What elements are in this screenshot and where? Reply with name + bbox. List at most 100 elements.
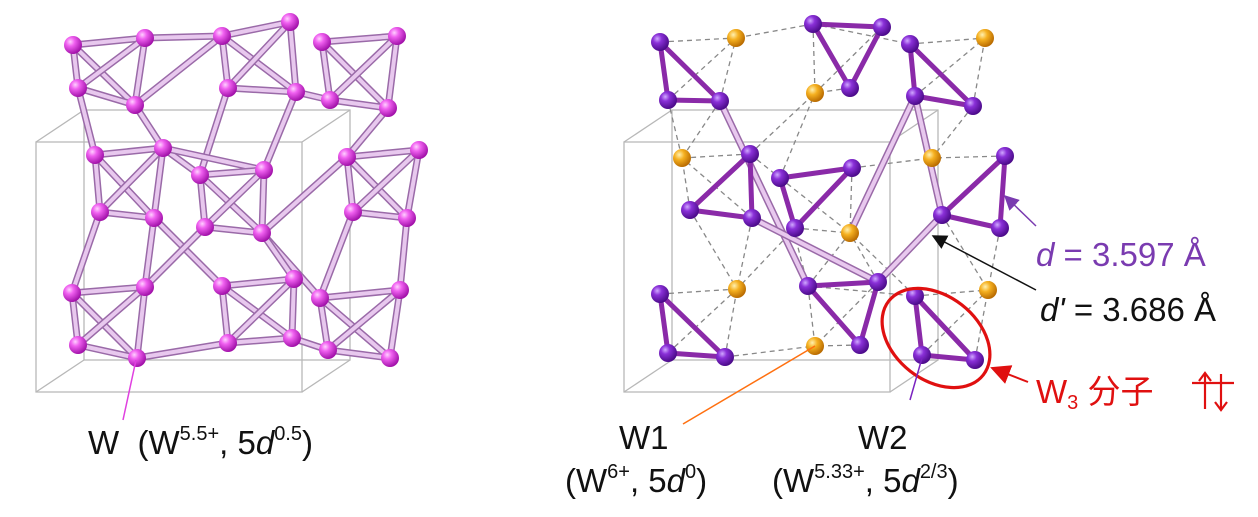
w2-atom (906, 87, 924, 105)
dashed-bond (849, 232, 916, 297)
dashed-bond (851, 157, 933, 169)
d-value: = 3.597 Å (1054, 236, 1206, 273)
right-bonds (657, 21, 1008, 363)
d-distance-label: d = 3.597 Å (1036, 238, 1206, 271)
w1-mid: , 5 (629, 462, 667, 499)
w3-bond (810, 21, 885, 30)
left-cluster-bond-highlight (290, 277, 296, 340)
left-cluster-bond-highlight (93, 146, 165, 157)
w1-label-name: W1 (619, 421, 669, 454)
w2-atom (843, 159, 861, 177)
w3-bond (939, 212, 1003, 231)
w1-paren-close: ) (696, 462, 708, 499)
left-structure (35, 13, 428, 421)
w2-atom (906, 287, 924, 305)
w1-oxidation-state: 6+ (607, 461, 630, 483)
w-atom (255, 161, 273, 179)
left-cluster-bond-highlight (405, 148, 421, 220)
left-cluster-bond-highlight (220, 20, 292, 38)
w-atom (136, 29, 154, 47)
w3-bond (657, 39, 671, 103)
dashed-bond (735, 23, 814, 39)
w-atom (219, 79, 237, 97)
d-arrow (1003, 194, 1037, 227)
w2-atom (964, 97, 982, 115)
dashed-bond (724, 288, 738, 358)
left-mid: , 5 (219, 424, 256, 461)
w1-atom (806, 84, 824, 102)
left-cluster-bond-highlight (226, 336, 294, 345)
w2-atom (743, 209, 761, 227)
left-cluster-bond-highlight (70, 285, 147, 295)
dashed-bond (779, 177, 851, 234)
w2-oxidation-state: 5.33+ (814, 461, 865, 483)
w1-atom (673, 149, 691, 167)
w3-subscript: 3 (1067, 392, 1079, 414)
w-atom (213, 277, 231, 295)
dashed-bond (849, 167, 853, 234)
left-cluster-bond-highlight (226, 86, 298, 94)
w-atom (191, 166, 209, 184)
w-atom (63, 284, 81, 302)
w3-bond (857, 279, 881, 348)
left-paren-open: (W (137, 424, 180, 461)
d-symbol: d (1036, 236, 1055, 273)
left-cluster-bond-highlight (326, 348, 392, 360)
w-atom (283, 329, 301, 347)
left-w-label: W (W5.5+, 5d0.5) (88, 424, 313, 459)
w3-bond (687, 151, 753, 213)
w1-d: d (666, 462, 686, 499)
left-cluster-bond-highlight (226, 20, 292, 90)
left-inter-bond-highlight (152, 216, 224, 288)
left-inter-bond-highlight (318, 210, 355, 300)
left-atoms (63, 13, 428, 367)
dashed-bond (724, 345, 816, 358)
w3-bond (657, 39, 723, 104)
dashed-bond (921, 289, 989, 356)
left-inter-bond-highlight (345, 106, 390, 159)
w3-bond (907, 41, 976, 109)
left-cluster-bond-highlight (220, 34, 298, 94)
w2-atom (901, 35, 919, 53)
w-atom (253, 224, 271, 242)
w2-atom (786, 219, 804, 237)
dashed-bond (689, 209, 738, 290)
w2-paren-open: (W (772, 462, 815, 499)
left-cluster-bond-highlight (386, 34, 399, 110)
w2-leader-line (909, 357, 923, 401)
w2-atom (869, 273, 887, 291)
w-atom (69, 336, 87, 354)
w-atom (319, 341, 337, 359)
w-atom (381, 349, 399, 367)
dashed-bond (667, 288, 738, 354)
dashed-bond (807, 232, 851, 287)
w3-bond (912, 293, 978, 363)
w2-atom (996, 147, 1014, 165)
w-atom (136, 278, 154, 296)
w-atom (64, 36, 82, 54)
left-cluster-bond-highlight (288, 20, 298, 94)
w-atom (196, 218, 214, 236)
w3-bond (805, 283, 863, 348)
w2-atom (841, 79, 859, 97)
left-cluster-bond-highlight (328, 34, 399, 102)
w-atom (128, 349, 146, 367)
left-cluster-bond-highlight (345, 148, 421, 159)
dashed-bond (914, 37, 986, 97)
w2-atom (851, 336, 869, 354)
w-atom (388, 27, 406, 45)
left-cluster-bond-highlight (133, 36, 147, 107)
w3-bond (777, 165, 855, 181)
w2-atom (933, 206, 951, 224)
left-inter-bond-highlight (143, 216, 156, 289)
dashed-bond (914, 289, 989, 297)
dprime-distance-label: d' = 3.686 Å (1040, 293, 1216, 326)
dprime-value: = 3.686 Å (1064, 291, 1217, 328)
dashed-bond (667, 99, 683, 159)
right-atoms (651, 15, 1014, 369)
w-atom (91, 203, 109, 221)
w2-paren-close: ) (947, 462, 959, 499)
w2-atom (651, 285, 669, 303)
dashed-bond (931, 155, 1006, 159)
dashed-bond (814, 26, 883, 94)
